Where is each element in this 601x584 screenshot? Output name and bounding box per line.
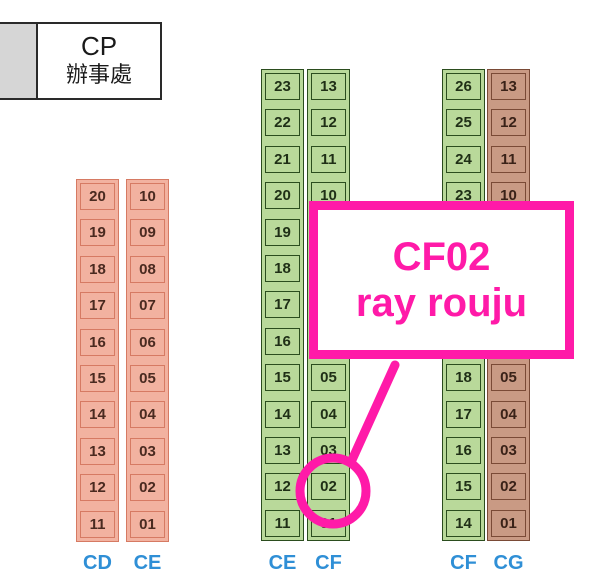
- booth-cg04[interactable]: 04: [491, 400, 526, 428]
- booth-ce12[interactable]: 12: [265, 473, 300, 501]
- booth-cg05[interactable]: 05: [491, 364, 526, 392]
- booth-cd13[interactable]: 13: [80, 437, 115, 465]
- booth-ce03[interactable]: 03: [130, 437, 165, 465]
- callout-pointer-line: [347, 360, 400, 465]
- booth-cg13[interactable]: 13: [491, 73, 526, 100]
- booth-cf13[interactable]: 13: [311, 73, 346, 100]
- column-label-cf: CF: [315, 552, 342, 574]
- booth-cf25[interactable]: 25: [446, 109, 481, 137]
- booth-ce01[interactable]: 01: [130, 510, 165, 538]
- booth-cd11[interactable]: 11: [80, 510, 115, 538]
- booth-ce10[interactable]: 10: [130, 183, 165, 210]
- column-label-cg: CG: [493, 552, 524, 574]
- highlight-circle-cf02: [295, 453, 371, 529]
- booth-cd12[interactable]: 12: [80, 474, 115, 502]
- booth-ce13[interactable]: 13: [265, 437, 300, 464]
- office-code: CP: [80, 31, 118, 61]
- booth-ce16[interactable]: 16: [265, 327, 300, 355]
- booth-cg11[interactable]: 11: [491, 145, 526, 173]
- booth-cf16[interactable]: 16: [446, 437, 481, 464]
- booth-cf17[interactable]: 17: [446, 400, 481, 428]
- column-label-cd: CD: [83, 552, 112, 574]
- booth-ce17[interactable]: 17: [265, 291, 300, 319]
- office-adjacent-block: [0, 24, 38, 98]
- callout-exhibitor-name: ray rouju: [355, 281, 528, 325]
- booth-cd17[interactable]: 17: [80, 292, 115, 320]
- booth-ce21[interactable]: 21: [265, 145, 300, 173]
- callout-booth-code: CF02: [392, 235, 491, 279]
- column-label-cf: CF: [450, 552, 477, 574]
- booth-cd15[interactable]: 15: [80, 365, 115, 392]
- booth-cf02[interactable]: 02: [311, 473, 346, 501]
- booth-cf24[interactable]: 24: [446, 145, 481, 173]
- booth-cg12[interactable]: 12: [491, 109, 526, 137]
- booth-ce04[interactable]: 04: [130, 401, 165, 429]
- booth-ce05[interactable]: 05: [130, 365, 165, 392]
- booth-cd18[interactable]: 18: [80, 255, 115, 283]
- booth-ce22[interactable]: 22: [265, 109, 300, 137]
- booth-ce11[interactable]: 11: [265, 509, 300, 537]
- booth-ce08[interactable]: 08: [130, 255, 165, 283]
- booth-cf14[interactable]: 14: [446, 509, 481, 537]
- booth-cf15[interactable]: 15: [446, 473, 481, 501]
- booth-cg03[interactable]: 03: [491, 437, 526, 464]
- booth-cd14[interactable]: 14: [80, 401, 115, 429]
- office-cp: CP 辦事處: [0, 22, 162, 100]
- booth-ce20[interactable]: 20: [265, 182, 300, 210]
- booth-ce09[interactable]: 09: [130, 219, 165, 247]
- booth-cg02[interactable]: 02: [491, 473, 526, 501]
- booth-cf05[interactable]: 05: [311, 364, 346, 392]
- booth-ce07[interactable]: 07: [130, 292, 165, 320]
- booth-cf18[interactable]: 18: [446, 364, 481, 392]
- booth-cg01[interactable]: 01: [491, 509, 526, 537]
- booth-cd20[interactable]: 20: [80, 183, 115, 210]
- booth-ce23[interactable]: 23: [265, 73, 300, 100]
- booth-cf04[interactable]: 04: [311, 400, 346, 428]
- column-label-ce: CE: [133, 552, 162, 574]
- column-label-ce: CE: [268, 552, 297, 574]
- booth-cf26[interactable]: 26: [446, 73, 481, 100]
- booth-cf12[interactable]: 12: [311, 109, 346, 137]
- callout-box: CF02 ray rouju: [309, 201, 574, 359]
- booth-ce02[interactable]: 02: [130, 474, 165, 502]
- booth-cd19[interactable]: 19: [80, 219, 115, 247]
- booth-ce14[interactable]: 14: [265, 400, 300, 428]
- booth-ce18[interactable]: 18: [265, 255, 300, 282]
- booth-cf11[interactable]: 11: [311, 145, 346, 173]
- booth-ce19[interactable]: 19: [265, 218, 300, 246]
- office-name: 辦事處: [65, 62, 132, 87]
- booth-ce15[interactable]: 15: [265, 364, 300, 392]
- booth-ce06[interactable]: 06: [130, 328, 165, 356]
- booth-cd16[interactable]: 16: [80, 328, 115, 356]
